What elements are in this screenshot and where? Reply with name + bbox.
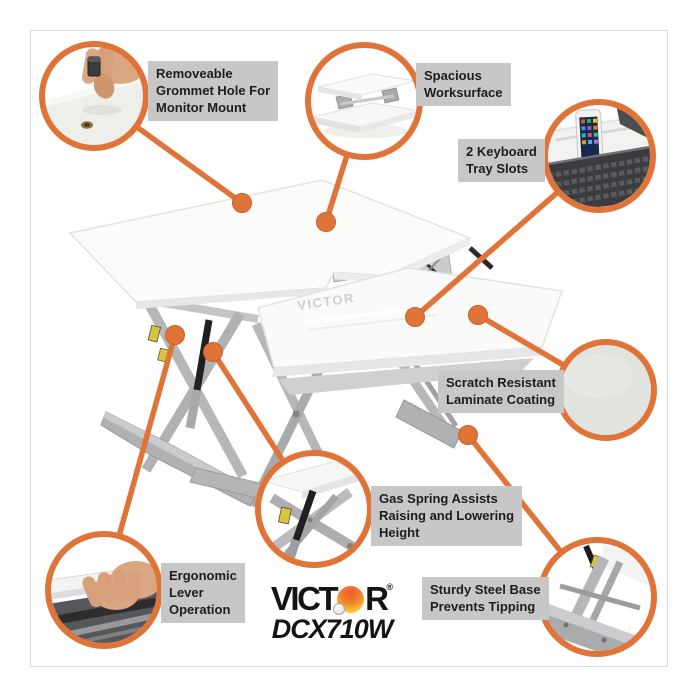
callout-keyboard-tray-circle — [542, 99, 656, 213]
label-line: Ergonomic — [169, 568, 237, 583]
label-line: Operation — [169, 602, 231, 617]
callout-grommet-circle — [39, 41, 149, 151]
callout-laminate-circle — [555, 339, 657, 441]
mini-ball-icon — [333, 602, 346, 615]
callout-label-grommet: Removeable Grommet Hole For Monitor Moun… — [148, 61, 279, 121]
victor-logo: VICT R ® DCX710W — [252, 581, 412, 645]
registered-trademark: ® — [386, 582, 394, 592]
base-foot — [543, 603, 640, 651]
callout-steel-base-circle — [537, 537, 657, 657]
gas-spring-strut — [193, 319, 213, 391]
smartphone — [575, 109, 604, 165]
keyboard-tray-photo — [548, 105, 650, 207]
callout-label-keyboard-tray: 2 Keyboard Tray Slots — [458, 139, 545, 182]
victor-o-sphere-icon — [333, 585, 365, 615]
label-line: Lever — [169, 585, 204, 600]
callout-label-gas-spring: Gas Spring Assists Raising and Lowering … — [371, 486, 523, 546]
callout-label-lever: Ergonomic Lever Operation — [161, 563, 245, 623]
victor-wordmark: VICT R ® — [252, 581, 412, 615]
callout-lever-circle — [45, 531, 163, 649]
label-line: Worksurface — [424, 85, 503, 100]
label-line: Gas Spring Assists — [379, 491, 498, 506]
steel-base-photo — [543, 544, 651, 651]
callout-label-laminate: Scratch Resistant Laminate Coating — [438, 370, 564, 413]
warning-sticker — [277, 506, 292, 525]
top-worksurface — [68, 179, 472, 309]
label-line: Removeable — [156, 66, 233, 81]
label-line: Prevents Tipping — [430, 599, 536, 614]
label-line: Scratch Resistant — [446, 375, 556, 390]
warning-sticker — [147, 324, 162, 343]
label-line: Spacious — [424, 68, 482, 83]
callout-label-steel-base: Sturdy Steel Base Prevents Tipping — [422, 577, 549, 620]
grommet-photo — [45, 47, 143, 145]
label-line: Monitor Mount — [156, 100, 247, 115]
wordmark-right: R — [365, 579, 389, 617]
label-line: Height — [379, 525, 420, 540]
keyboard — [548, 144, 650, 207]
lever-photo — [51, 561, 157, 643]
model-number: DCX710W — [271, 614, 394, 644]
gas-spring-strut — [292, 489, 317, 542]
callout-label-worksurface: Spacious Worksurface — [416, 63, 511, 106]
hand — [82, 561, 157, 610]
label-line: Grommet Hole For — [156, 83, 271, 98]
label-line: Sturdy Steel Base — [430, 582, 541, 597]
label-line: Tray Slots — [466, 161, 529, 176]
callout-dots — [165, 193, 488, 445]
wordmark-left: VICT — [270, 579, 339, 617]
callout-worksurface-circle — [305, 42, 423, 160]
callout-gas-spring-circle — [255, 450, 373, 568]
worksurface-photo — [311, 73, 417, 138]
label-line: Raising and Lowering — [379, 508, 515, 523]
label-line: 2 Keyboard — [466, 144, 537, 159]
label-line: Laminate Coating — [446, 392, 556, 407]
